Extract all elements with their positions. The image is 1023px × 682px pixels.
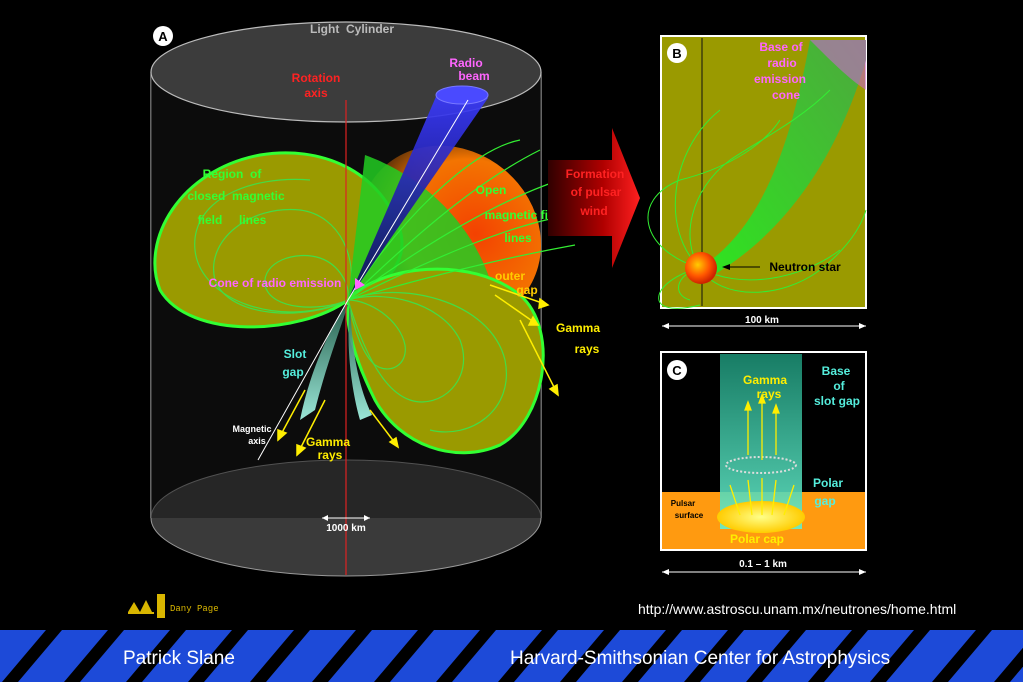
arrow-label-1: Formation xyxy=(566,167,625,181)
open-lines-label-1: Open xyxy=(476,183,507,197)
footer-stripe xyxy=(746,630,806,682)
cone-radio-label: Cone of radio emission xyxy=(209,276,342,290)
arrow-label-3: wind xyxy=(579,204,607,218)
neutron-star-label: Neutron star xyxy=(769,260,841,274)
footer-stripe xyxy=(312,630,372,682)
base-slot-label-1: Base xyxy=(822,364,851,378)
c-gamma-label-1: Gamma xyxy=(743,373,787,387)
base-slot-label-3: slot gap xyxy=(814,394,860,408)
scale-bar-c xyxy=(662,569,866,575)
panel-c-marker-circle xyxy=(667,360,687,380)
radio-beam-label-2: beam xyxy=(458,69,489,83)
gamma-right-label-1: Gamma xyxy=(556,321,600,335)
panel-b xyxy=(647,35,867,309)
footer-stripes xyxy=(0,630,1023,682)
polar-gap-label-1: Polar xyxy=(813,476,843,490)
gamma-right-label-2: rays xyxy=(575,342,600,356)
footer-stripe xyxy=(684,630,744,682)
c-gamma-label-2: rays xyxy=(757,387,782,401)
footer-bar: Patrick Slane Harvard-Smithsonian Center… xyxy=(0,630,1023,682)
footer-stripe xyxy=(808,630,868,682)
slot-gap-region xyxy=(300,305,372,420)
footer-stripe xyxy=(374,630,434,682)
base-cone-label-2: radio xyxy=(767,56,796,70)
closed-region-label-1: Region of xyxy=(203,167,263,181)
footer-stripe xyxy=(622,630,682,682)
gamma-ray-arrows xyxy=(277,284,559,457)
footer-stripe xyxy=(932,630,992,682)
scale-bar-a xyxy=(322,515,370,521)
magnetic-axis-label-2: axis xyxy=(248,436,266,446)
base-cone-label-1: Base of xyxy=(759,40,803,54)
panel-a-marker-circle xyxy=(153,26,173,46)
panel-b-marker-circle xyxy=(667,43,687,63)
closed-field-lobe-right xyxy=(346,267,545,455)
base-slot-label-2: of xyxy=(833,379,845,393)
footer-stripe xyxy=(870,630,930,682)
panel-c-marker: C xyxy=(672,363,682,378)
footer-institution: Harvard-Smithsonian Center for Astrophys… xyxy=(510,648,891,669)
panel-b-marker: B xyxy=(672,46,681,61)
slot-gap-label-1: Slot xyxy=(284,347,307,361)
open-field-wedge xyxy=(348,155,490,300)
panel-a-marker: A xyxy=(158,29,168,44)
radio-beam-label-1: Radio xyxy=(449,56,482,70)
footer-stripe xyxy=(250,630,310,682)
slot-gap-label-2: gap xyxy=(282,365,303,379)
cone-radio-pointer xyxy=(355,278,365,290)
arrow-label-2: of pulsar xyxy=(571,185,622,199)
panel-c xyxy=(660,351,867,551)
closed-region-label-2: closed magnetic xyxy=(187,189,285,203)
polar-cap-label: Polar cap xyxy=(730,532,784,546)
outer-gap-label-1: outer xyxy=(495,269,525,283)
scale-label-c: 0.1 – 1 km xyxy=(739,559,787,570)
base-cone-label-4: cone xyxy=(772,88,800,102)
closed-region-label-3: field lines xyxy=(198,213,267,227)
radio-beam xyxy=(347,85,489,301)
scale-label-b: 100 km xyxy=(745,315,779,326)
footer-stripe xyxy=(560,630,620,682)
outer-gap-label-2: gap xyxy=(516,283,537,297)
footer-stripe xyxy=(2,630,62,682)
credit-text: Dany Page xyxy=(170,604,219,614)
magnetic-axis-line xyxy=(257,299,349,461)
magnetic-axis-label-1: Magnetic xyxy=(232,424,271,434)
footer-stripe xyxy=(436,630,496,682)
footer-stripe xyxy=(126,630,186,682)
pulsar-surface-label-1: Pulsar xyxy=(671,499,695,508)
gamma-bottom-label-2: rays xyxy=(318,448,343,462)
source-url-link[interactable]: http://www.astroscu.unam.mx/neutrones/ho… xyxy=(638,601,957,617)
rotation-axis-label-1: Rotation xyxy=(292,71,341,85)
pulsar-wind-arrow xyxy=(548,128,640,268)
unam-logo xyxy=(128,594,165,618)
closed-field-lobe-left xyxy=(153,151,404,329)
scale-label-a: 1000 km xyxy=(326,523,366,534)
scale-bar-b xyxy=(662,323,866,329)
open-lines-label-2: magnetic field xyxy=(485,208,566,222)
rotation-axis-label-2: axis xyxy=(304,86,328,100)
footer-stripe xyxy=(188,630,248,682)
light-cylinder-label: Light Cylinder xyxy=(310,22,394,36)
footer-stripe xyxy=(498,630,558,682)
pulsar-surface-label-2: surface xyxy=(675,511,704,520)
open-lines-label-3: lines xyxy=(504,231,532,245)
footer-stripe xyxy=(994,647,1023,682)
base-cone-label-3: emission xyxy=(754,72,806,86)
footer-stripe xyxy=(64,630,124,682)
footer-author: Patrick Slane xyxy=(123,648,235,669)
gamma-bottom-label-1: Gamma xyxy=(306,435,350,449)
polar-gap-label-2: gap xyxy=(814,494,835,508)
